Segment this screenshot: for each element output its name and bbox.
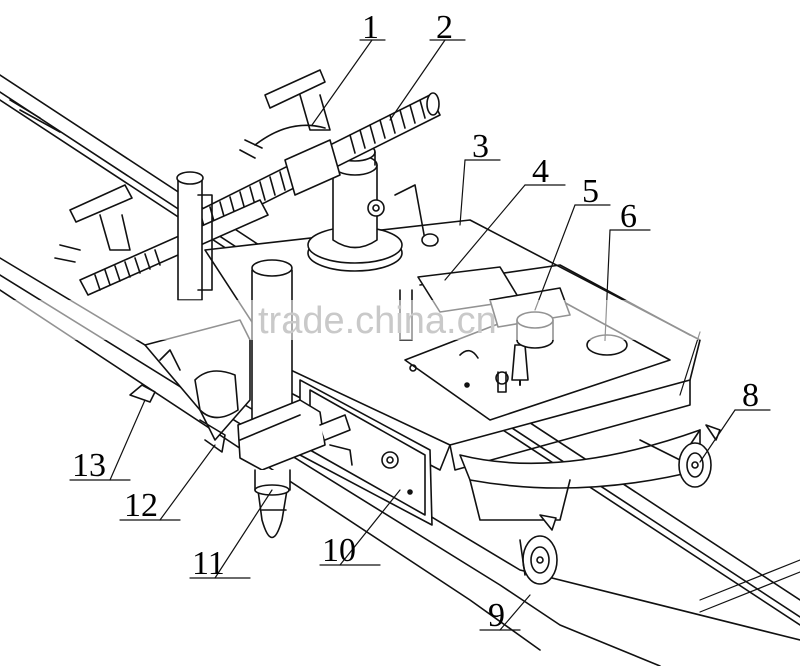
label-13: 13 xyxy=(72,447,106,484)
label-12: 12 xyxy=(124,487,158,524)
label-6: 6 xyxy=(620,198,637,235)
label-9: 9 xyxy=(488,597,505,634)
label-4: 4 xyxy=(532,153,549,190)
handwheel-knob-upper xyxy=(239,69,331,159)
watermark-text: trade.china.cn xyxy=(258,300,497,342)
wheel-assembly xyxy=(519,424,721,585)
label-10: 10 xyxy=(322,532,356,569)
watermark-band xyxy=(0,300,800,340)
label-11: 11 xyxy=(192,545,225,582)
handwheel-knob-left xyxy=(54,184,133,263)
label-1: 1 xyxy=(362,9,379,46)
label-3: 3 xyxy=(472,128,489,165)
leader-lines xyxy=(69,39,771,631)
part-labels: 1 2 3 4 5 6 8 9 10 11 12 13 xyxy=(72,9,759,634)
label-5: 5 xyxy=(582,173,599,210)
torch-bracket xyxy=(129,319,251,453)
label-2: 2 xyxy=(436,9,453,46)
label-8: 8 xyxy=(742,377,759,414)
